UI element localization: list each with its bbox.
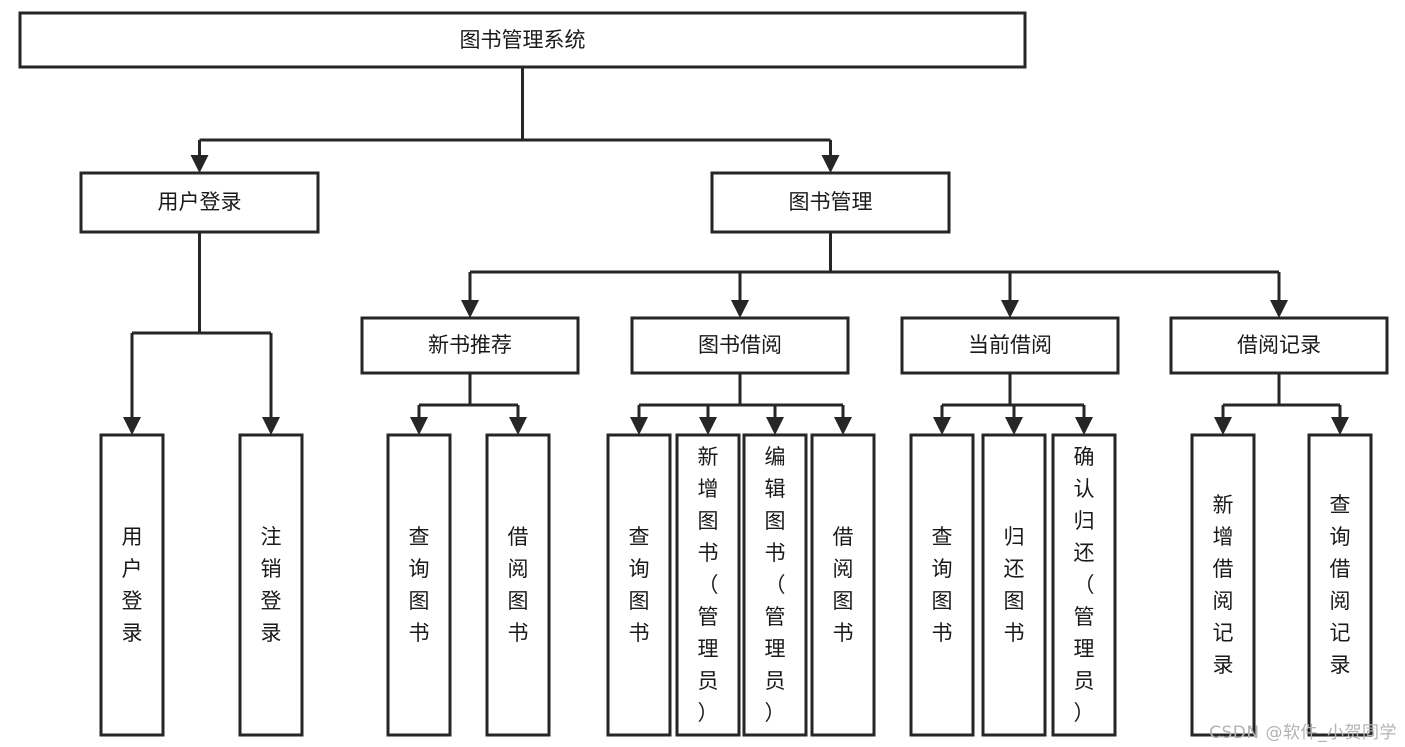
node-leaf-query-book-2-box[interactable] <box>606 433 672 737</box>
edge-root-to-level2-bus <box>198 67 832 158</box>
arrow-head-to-leaf-query-book-3 <box>933 417 951 435</box>
node-leaf-query-record[interactable]: 查询借阅记录 <box>1307 433 1373 737</box>
node-book-management[interactable]: 图书管理 <box>710 171 951 234</box>
node-book-borrow-box[interactable] <box>630 316 850 375</box>
arrow-head-to-leaf-logout <box>262 417 280 435</box>
node-current-borrow[interactable]: 当前借阅 <box>900 316 1120 375</box>
node-leaf-borrow-book-2[interactable]: 借阅图书 <box>810 433 876 737</box>
node-leaf-user-login[interactable]: 用户登录 <box>99 433 165 737</box>
node-leaf-return-book-box[interactable] <box>981 433 1047 737</box>
node-leaf-return-book-label: 归还图书 <box>1004 525 1025 645</box>
edge-user-login-to-leaves-bus <box>130 232 273 420</box>
arrow-head-to-current-borrow <box>1001 300 1019 318</box>
node-leaf-add-book[interactable]: 新增图书（管理员） <box>675 433 741 737</box>
arrow-head-to-book-borrow <box>731 300 749 318</box>
node-leaf-logout-box[interactable] <box>238 433 304 737</box>
arrow-head-to-leaf-edit-book <box>766 417 784 435</box>
node-leaf-logout-label: 注销登录 <box>261 525 282 645</box>
node-borrow-record-label: 借阅记录 <box>1237 333 1321 357</box>
node-leaf-borrow-book-2-box[interactable] <box>810 433 876 737</box>
leaf-nodes-layer: 用户登录 注销登录 查询图书 借阅图书 查询图书 新增图书（管理员） 编辑图书（… <box>99 433 1373 737</box>
node-leaf-borrow-book-1-box[interactable] <box>485 433 551 737</box>
node-leaf-user-login-label: 用户登录 <box>122 525 143 645</box>
edge-book-management-to-level3-bus <box>468 232 1281 303</box>
arrow-head-to-new-book-recommend <box>461 300 479 318</box>
node-leaf-confirm-return[interactable]: 确认归还（管理员） <box>1051 433 1117 737</box>
node-root[interactable]: 图书管理系统 <box>18 11 1027 69</box>
node-leaf-query-book-1-box[interactable] <box>386 433 452 737</box>
arrow-head-to-leaf-add-book <box>699 417 717 435</box>
node-user-login[interactable]: 用户登录 <box>79 171 320 234</box>
node-leaf-query-record-box[interactable] <box>1307 433 1373 737</box>
node-leaf-add-record-box[interactable] <box>1190 433 1256 737</box>
edge-current-borrow-to-leaves-bus <box>940 373 1086 420</box>
node-leaf-borrow-book-2-label: 借阅图书 <box>833 525 854 645</box>
node-leaf-add-record[interactable]: 新增借阅记录 <box>1190 433 1256 737</box>
node-leaf-return-book[interactable]: 归还图书 <box>981 433 1047 737</box>
node-leaf-user-login-box[interactable] <box>99 433 165 737</box>
node-leaf-query-book-3-box[interactable] <box>909 433 975 737</box>
node-leaf-edit-book-box[interactable] <box>742 433 808 737</box>
arrow-head-to-borrow-record <box>1270 300 1288 318</box>
node-leaf-query-record-label: 查询借阅记录 <box>1330 493 1351 677</box>
arrow-head-to-leaf-query-book-1 <box>410 417 428 435</box>
node-leaf-edit-book-label: 编辑图书（管理员） <box>765 445 786 725</box>
arrow-head-to-user-login <box>190 155 209 173</box>
node-new-book-recommend[interactable]: 新书推荐 <box>360 316 580 375</box>
node-leaf-add-book-box[interactable] <box>675 433 741 737</box>
node-leaf-logout[interactable]: 注销登录 <box>238 433 304 737</box>
arrow-head-to-leaf-add-record <box>1214 417 1232 435</box>
node-leaf-borrow-book-1[interactable]: 借阅图书 <box>485 433 551 737</box>
node-user-login-label: 用户登录 <box>158 190 242 214</box>
node-new-book-recommend-label: 新书推荐 <box>428 333 512 357</box>
node-leaf-confirm-return-label: 确认归还（管理员） <box>1074 445 1095 725</box>
node-current-borrow-box[interactable] <box>900 316 1120 375</box>
node-current-borrow-label: 当前借阅 <box>968 333 1052 357</box>
node-leaf-add-record-label: 新增借阅记录 <box>1213 493 1234 677</box>
node-leaf-query-book-3[interactable]: 查询图书 <box>909 433 975 737</box>
node-user-login-box[interactable] <box>79 171 320 234</box>
arrow-head-to-leaf-borrow-book-1 <box>509 417 527 435</box>
node-leaf-query-book-1-label: 查询图书 <box>409 525 430 645</box>
node-leaf-edit-book[interactable]: 编辑图书（管理员） <box>742 433 808 737</box>
arrow-head-to-leaf-return-book <box>1005 417 1023 435</box>
arrow-head-to-leaf-query-record <box>1331 417 1349 435</box>
node-leaf-query-book-1[interactable]: 查询图书 <box>386 433 452 737</box>
node-book-management-label: 图书管理 <box>789 190 873 214</box>
arrow-head-to-leaf-query-book-2 <box>630 417 648 435</box>
node-leaf-query-book-2[interactable]: 查询图书 <box>606 433 672 737</box>
node-leaf-add-book-label: 新增图书（管理员） <box>698 445 719 725</box>
node-book-management-box[interactable] <box>710 171 951 234</box>
edge-borrow-record-to-leaves-bus <box>1221 373 1342 420</box>
node-root-box[interactable] <box>18 11 1027 69</box>
node-leaf-query-book-3-label: 查询图书 <box>932 525 953 645</box>
edge-book-borrow-to-leaves-bus <box>637 373 845 420</box>
node-leaf-borrow-book-1-label: 借阅图书 <box>508 525 529 645</box>
node-borrow-record[interactable]: 借阅记录 <box>1169 316 1389 375</box>
csdn-watermark: CSDN @软件_小贺同学 <box>1209 723 1397 743</box>
node-book-borrow[interactable]: 图书借阅 <box>630 316 850 375</box>
node-leaf-query-book-2-label: 查询图书 <box>629 525 650 645</box>
node-leaf-confirm-return-box[interactable] <box>1051 433 1117 737</box>
node-new-book-recommend-box[interactable] <box>360 316 580 375</box>
arrow-head-to-book-management <box>821 155 840 173</box>
node-root-label: 图书管理系统 <box>460 28 586 52</box>
edge-new-book-recommend-to-leaves-bus <box>417 373 520 420</box>
node-borrow-record-box[interactable] <box>1169 316 1389 375</box>
arrow-head-to-leaf-borrow-book-2 <box>834 417 852 435</box>
edges-layer <box>123 67 1349 435</box>
arrow-head-to-leaf-user-login <box>123 417 141 435</box>
arrow-head-to-leaf-confirm-return <box>1075 417 1093 435</box>
node-book-borrow-label: 图书借阅 <box>698 333 782 357</box>
